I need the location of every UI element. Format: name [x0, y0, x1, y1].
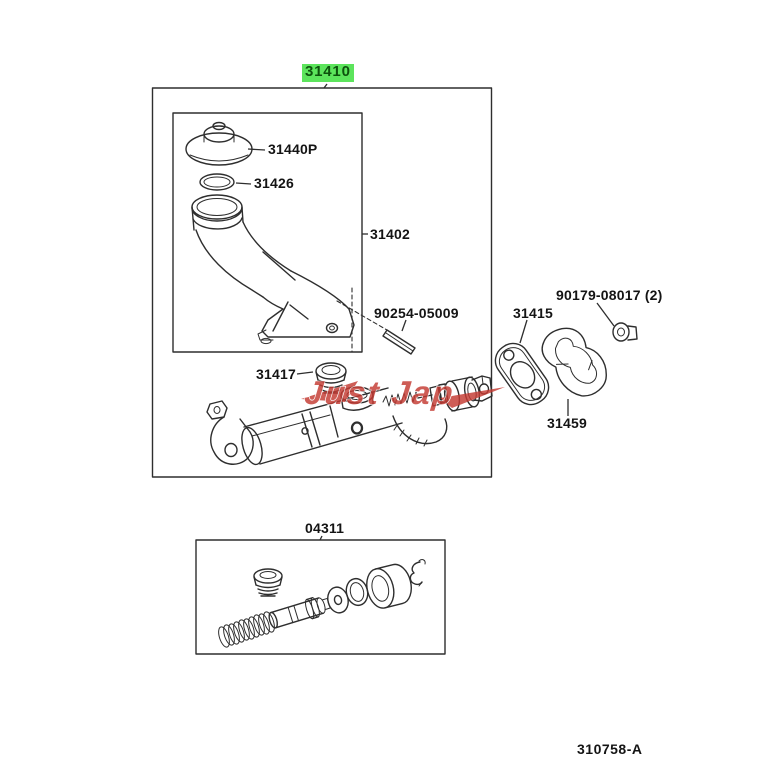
assembly-outer-box [151, 87, 493, 478]
diagram-code: 310758-A [577, 741, 643, 757]
part-label-31417[interactable]: 31417 [256, 366, 296, 382]
part-label-31426[interactable]: 31426 [254, 175, 294, 191]
part-label-31402[interactable]: 31402 [370, 226, 410, 242]
part-label-04311[interactable]: 04311 [305, 520, 345, 536]
reservoir-cap-drawing [185, 121, 253, 166]
reservoir-inner-box [172, 112, 363, 353]
part-label-31415[interactable]: 31415 [513, 305, 553, 321]
reservoir-drawing [191, 194, 388, 353]
repair-kit-drawing [218, 559, 426, 648]
part-label-31410-selected[interactable]: 31410 [302, 63, 354, 82]
part-label-90179-08017[interactable]: 90179-08017 (2) [556, 287, 663, 303]
pin-drawing [382, 329, 416, 355]
gasket-drawing [494, 342, 550, 406]
watermark-text: Just Jap [303, 375, 457, 412]
watermark: Just Jap [301, 374, 505, 413]
part-label-90254-05009[interactable]: 90254-05009 [374, 305, 459, 321]
part-label-31459[interactable]: 31459 [547, 415, 587, 431]
oring-drawing [199, 173, 235, 191]
repair-kit-box [195, 539, 446, 655]
grommet-drawing [315, 362, 347, 394]
master-cylinder-drawing [206, 375, 493, 466]
nut-drawing [612, 322, 638, 342]
part-label-31440p[interactable]: 31440P [268, 141, 318, 157]
bracket-drawing [541, 327, 607, 397]
leader-lines [235, 83, 615, 541]
